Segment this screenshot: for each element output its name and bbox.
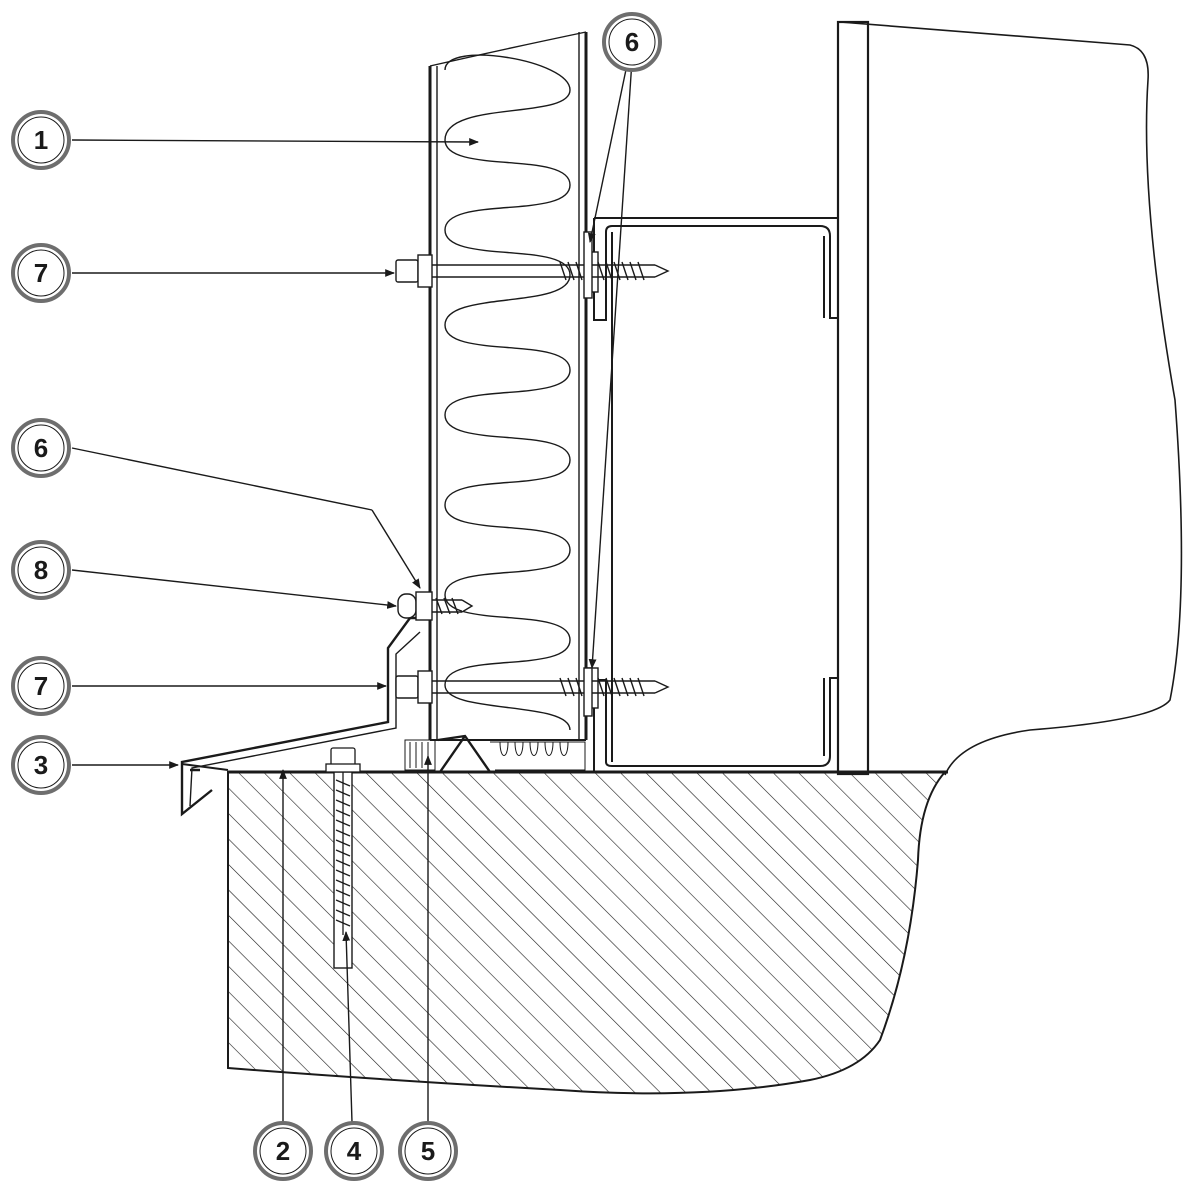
callout-1: 1 <box>11 110 71 170</box>
callout-4-label: 4 <box>347 1136 362 1166</box>
callout-7-upper-label: 7 <box>34 258 48 288</box>
c-profile-support <box>593 217 838 773</box>
callout-2-label: 2 <box>276 1136 290 1166</box>
callout-6-top: 6 <box>602 12 662 72</box>
callout-7-lower-label: 7 <box>34 671 48 701</box>
callout-7-lower: 7 <box>11 656 71 716</box>
callout-7-upper: 7 <box>11 243 71 303</box>
sandwich-panel <box>428 31 588 741</box>
callout-3: 3 <box>11 735 71 795</box>
fastening-screw-short <box>397 591 474 621</box>
self-drilling-screw-upper <box>395 251 670 293</box>
sealing-tape <box>404 739 586 771</box>
callout-2: 2 <box>253 1121 313 1181</box>
callout-6-left-label: 6 <box>34 433 48 463</box>
callout-5-label: 5 <box>421 1136 435 1166</box>
concrete-foundation <box>227 771 948 1095</box>
callout-4: 4 <box>324 1121 384 1181</box>
callout-5: 5 <box>398 1121 458 1181</box>
callout-8: 8 <box>11 540 71 600</box>
sealing-washer-lower <box>583 667 593 717</box>
callout-6-top-label: 6 <box>625 27 639 57</box>
leader-lines <box>71 59 633 1123</box>
callout-3-label: 3 <box>34 750 48 780</box>
callout-8-label: 8 <box>34 555 48 585</box>
sealing-washer-upper <box>583 231 593 299</box>
steel-column-flange <box>836 20 870 776</box>
existing-wall-outline <box>839 21 1183 776</box>
callout-1-label: 1 <box>34 125 48 155</box>
anchor-screw <box>325 747 361 935</box>
callout-6-left: 6 <box>11 418 71 478</box>
panel-bottom-profile <box>437 734 491 773</box>
